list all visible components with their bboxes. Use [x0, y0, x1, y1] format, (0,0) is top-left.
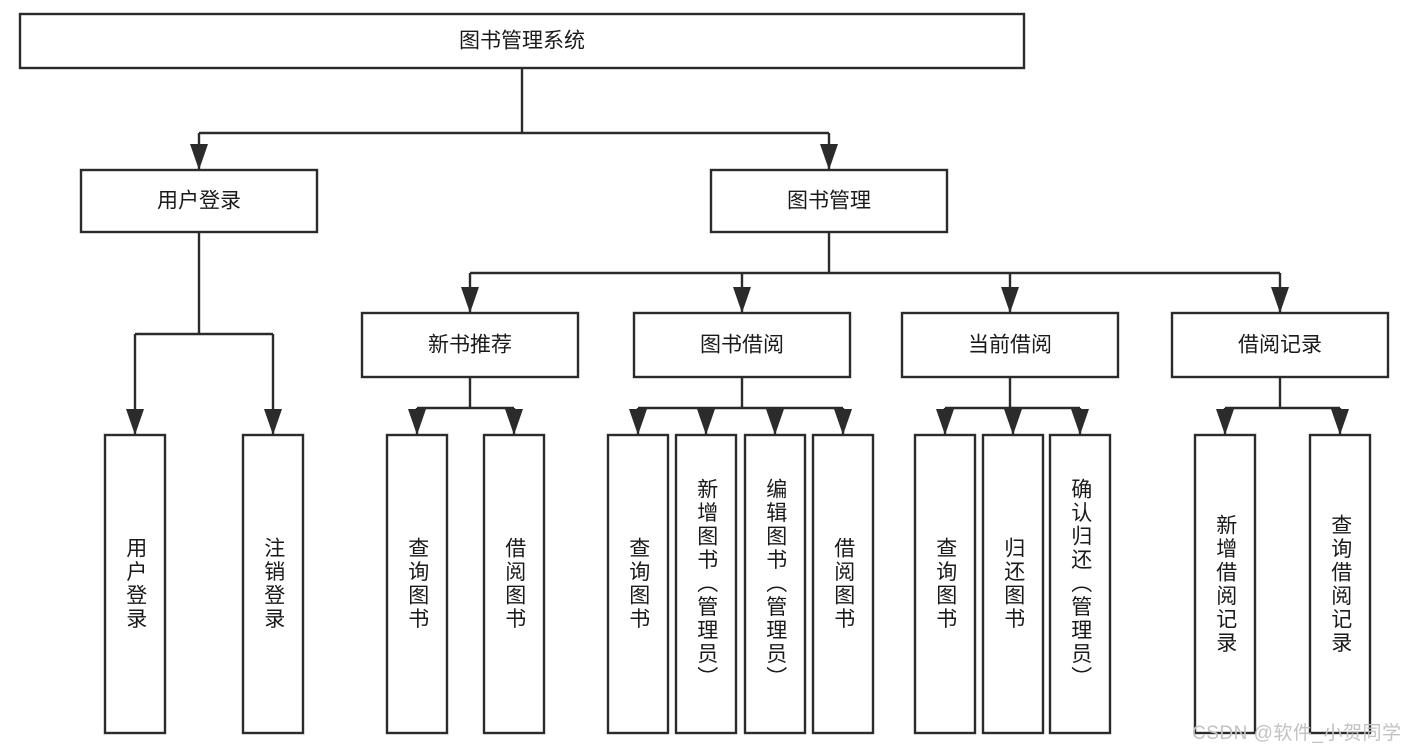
- node-label: 新书推荐: [428, 334, 512, 357]
- arrowhead-icon: [1001, 287, 1019, 313]
- node-label: 图书管理: [787, 190, 871, 213]
- node-box-leaf-return-book[interactable]: [981, 433, 1045, 735]
- node-box-leaf-confirm-return[interactable]: [1048, 433, 1112, 735]
- node-box-leaf-borrow-book[interactable]: [811, 433, 875, 735]
- node-box-leaf-add-borrow-record[interactable]: [1193, 433, 1257, 735]
- arrowhead-icon: [264, 409, 282, 435]
- arrowhead-icon: [936, 409, 954, 435]
- node-box-leaf-borrow-book-recommend[interactable]: [482, 433, 546, 735]
- node-box-book-borrow[interactable]: [632, 311, 852, 379]
- node-box-borrow-record[interactable]: [1170, 311, 1390, 379]
- arrowhead-icon: [834, 409, 852, 435]
- node-label: 图书借阅: [700, 334, 784, 357]
- arrowhead-icon: [1071, 409, 1089, 435]
- node-label: 图书管理系统: [459, 30, 585, 53]
- arrowhead-icon: [697, 409, 715, 435]
- arrowhead-icon: [190, 144, 208, 170]
- arrowhead-icon: [461, 287, 479, 313]
- node-box-leaf-query-book-borrow[interactable]: [606, 433, 670, 735]
- node-box-root[interactable]: [18, 12, 1026, 70]
- arrowhead-icon: [733, 287, 751, 313]
- arrowhead-icon: [1271, 287, 1289, 313]
- connector-layer: [126, 68, 1349, 435]
- arrowhead-icon: [126, 409, 144, 435]
- arrowhead-icon: [1004, 409, 1022, 435]
- arrowhead-icon: [1331, 409, 1349, 435]
- arrowhead-icon: [629, 409, 647, 435]
- node-box-new-book-recommend[interactable]: [360, 311, 580, 379]
- node-box-leaf-logout[interactable]: [241, 433, 305, 735]
- node-box-leaf-edit-book[interactable]: [743, 433, 807, 735]
- arrowhead-icon: [766, 409, 784, 435]
- arrowhead-icon: [408, 409, 426, 435]
- node-box-layer: [18, 12, 1390, 735]
- node-label: 借阅记录: [1238, 334, 1322, 357]
- node-label: 用户登录: [157, 190, 241, 213]
- node-box-user-login[interactable]: [79, 168, 319, 234]
- arrowhead-icon: [820, 144, 838, 170]
- arrowhead-icon: [505, 409, 523, 435]
- node-box-leaf-query-book-current[interactable]: [913, 433, 977, 735]
- node-box-leaf-query-book-recommend[interactable]: [385, 433, 449, 735]
- watermark-text: CSDN @软件_小贺同学: [1192, 723, 1402, 744]
- node-box-current-borrow[interactable]: [900, 311, 1120, 379]
- node-label: 当前借阅: [968, 334, 1052, 357]
- node-box-leaf-add-book[interactable]: [674, 433, 738, 735]
- arrowhead-icon: [1216, 409, 1234, 435]
- node-box-book-management[interactable]: [709, 168, 949, 234]
- node-box-leaf-query-borrow-record[interactable]: [1308, 433, 1372, 735]
- node-box-leaf-user-login[interactable]: [103, 433, 167, 735]
